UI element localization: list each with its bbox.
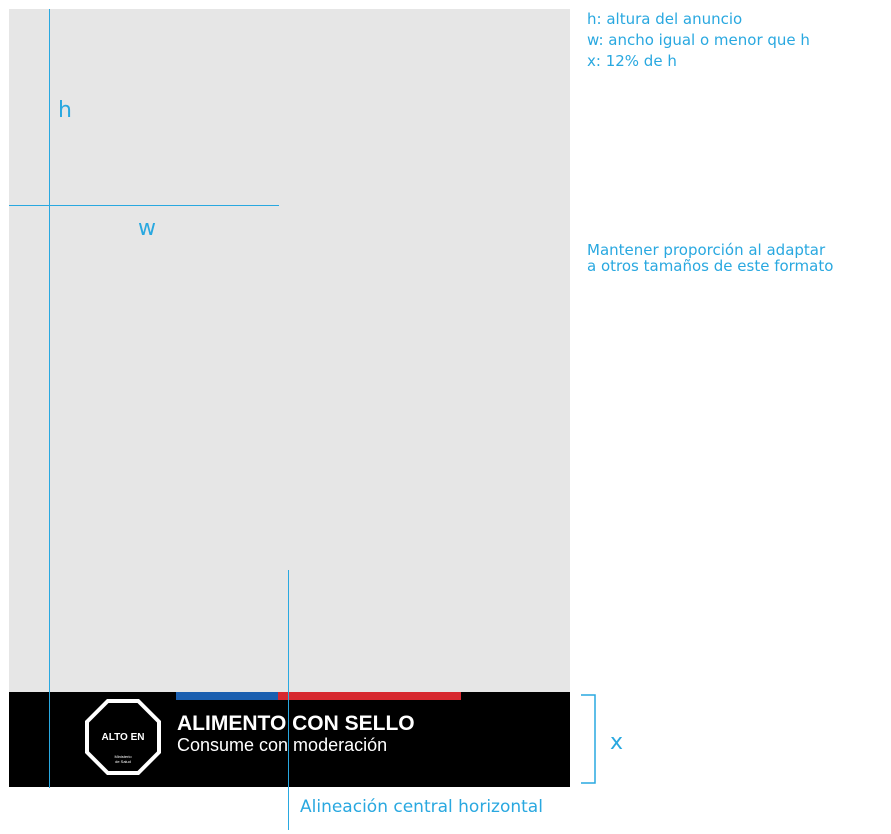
center-alignment-line [288,570,289,830]
x-bracket [581,694,596,784]
x-label: x [610,730,624,755]
seal-top-text: ALTO EN [102,732,145,743]
flag-stripe-red [278,692,461,700]
proportion-note-line-1: Mantener proporción al adaptar [587,241,826,259]
seal-bottom-text-2: de Salud [115,759,131,764]
dimension-notes: h: altura del anuncio w: ancho igual o m… [587,9,810,72]
footer-title: ALIMENTO CON SELLO [177,712,415,735]
footer-subtitle: Consume con moderación [177,735,388,755]
flag-stripe-blue [176,692,278,700]
width-guide-line [9,205,279,206]
note-x: x: 12% de h [587,52,677,70]
height-guide-line [49,9,50,788]
center-alignment-label: Alineación central horizontal [300,797,543,817]
note-w: w: ancho igual o menor que h [587,31,810,49]
proportion-note: Mantener proporción al adaptar a otros t… [587,242,833,274]
w-label: w [138,216,156,241]
h-label: h [58,98,72,123]
alto-en-seal-icon: ALTO EN Ministerio de Salud [85,699,161,775]
ad-area [9,9,570,693]
seal-bottom-text-1: Ministerio [114,754,132,759]
note-h: h: altura del anuncio [587,10,743,28]
proportion-note-line-2: a otros tamaños de este formato [587,257,834,275]
